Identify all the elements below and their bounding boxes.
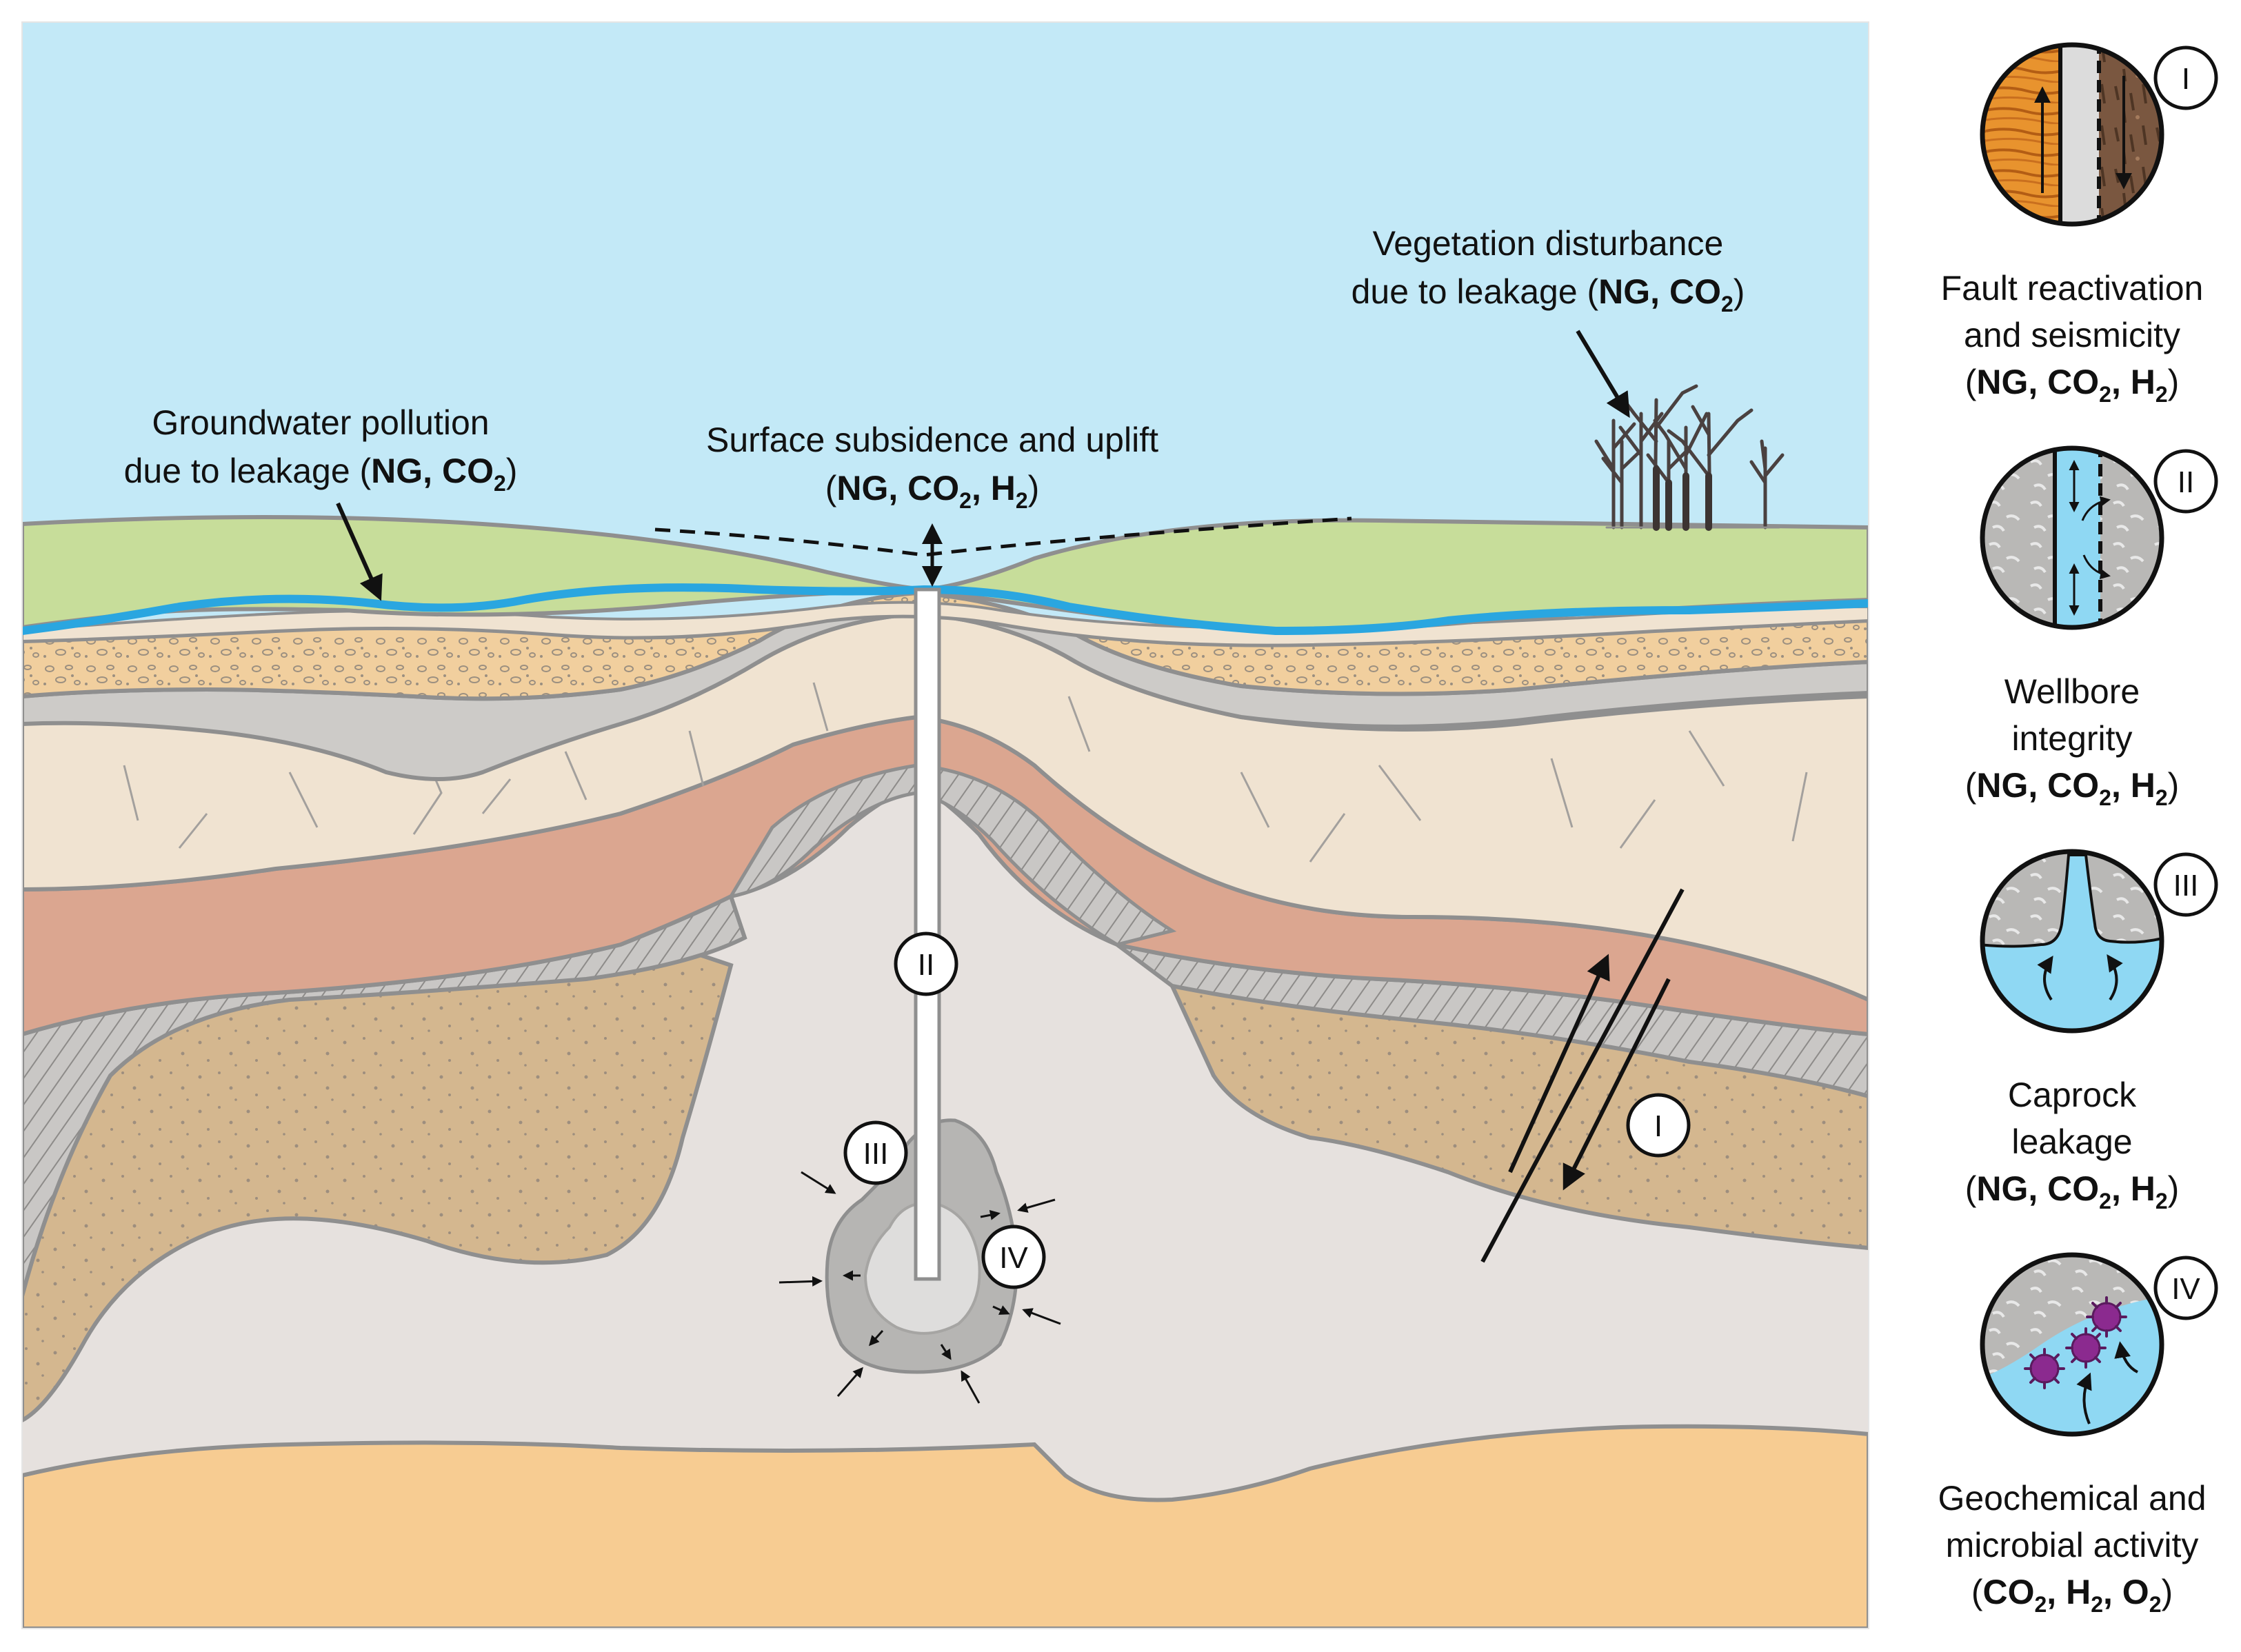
svg-text:III: III bbox=[863, 1137, 889, 1171]
panel-caption-2: Wellbore integrity (NG, CO2, H2) bbox=[1965, 672, 2180, 810]
marker-fault-I: I bbox=[1626, 1093, 1691, 1158]
panel-badge-numeral: I bbox=[2182, 62, 2190, 96]
panel-badge-numeral: IV bbox=[2171, 1272, 2200, 1306]
marker-cavern-III: III bbox=[843, 1120, 908, 1185]
panel-badge-numeral: III bbox=[2173, 869, 2199, 903]
svg-text:IV: IV bbox=[999, 1241, 1028, 1275]
panel-caption-3: Caprock leakage (NG, CO2, H2) bbox=[1965, 1076, 2180, 1213]
cross-section-frame bbox=[21, 21, 1869, 1629]
svg-text:due to leakage (NG, CO2): due to leakage (NG, CO2) bbox=[1351, 272, 1745, 316]
panel-caption-gases: (NG, CO2, H2) bbox=[1965, 1169, 2180, 1213]
topsoil-strip bbox=[22, 601, 1869, 647]
panel-caption-gases: (NG, CO2, H2) bbox=[1965, 766, 2180, 810]
panel-fault-icon bbox=[1980, 42, 2164, 227]
groundwater-label: Groundwater pollution due to leakage (NG… bbox=[124, 403, 518, 496]
panel-caption-gases: (CO2, H2, O2) bbox=[1971, 1573, 2173, 1617]
cream-cracks bbox=[123, 682, 1808, 863]
panel-caption-line: Geochemical and bbox=[1938, 1479, 2206, 1518]
fault-lines bbox=[1480, 888, 1685, 1263]
panel-caption-line: integrity bbox=[2011, 719, 2132, 758]
panel-badge-2: II bbox=[2153, 449, 2218, 514]
panel-caption-4: Geochemical and microbial activity (CO2, H… bbox=[1938, 1479, 2206, 1617]
dead-trees-icon bbox=[1594, 384, 1785, 530]
panel-caption-gases: (NG, CO2, H2) bbox=[1965, 363, 2180, 407]
groundwater-leader-arrow bbox=[336, 502, 383, 601]
svg-text:Groundwater pollution: Groundwater pollution bbox=[152, 403, 489, 442]
panel-captions: Fault reactivation and seismicity (NG, CO2… bbox=[1938, 269, 2206, 1617]
vegetation-leader-arrow bbox=[1576, 330, 1630, 419]
panel-microbial-icon bbox=[1980, 1252, 2164, 1437]
panel-caprock-icon bbox=[1980, 849, 2164, 1034]
panel-caption-line: Caprock bbox=[2008, 1076, 2137, 1114]
panel-badge-4: IV bbox=[2153, 1256, 2218, 1320]
svg-text:Vegetation disturbance: Vegetation disturbance bbox=[1373, 224, 1724, 263]
panel-badge-1: I bbox=[2153, 46, 2218, 110]
svg-text:II: II bbox=[918, 948, 934, 982]
vegetation-label: Vegetation disturbance due to leakage (N… bbox=[1351, 224, 1745, 316]
panel-badge-3: III bbox=[2153, 852, 2218, 917]
panel-caption-line: Fault reactivation bbox=[1941, 269, 2204, 308]
panel-caption-1: Fault reactivation and seismicity (NG, CO2… bbox=[1941, 269, 2204, 407]
svg-text:Surface subsidence and uplift: Surface subsidence and uplift bbox=[706, 421, 1158, 459]
subsidence-label: Surface subsidence and uplift (NG, CO2, … bbox=[706, 421, 1158, 513]
panel-badge-numeral: II bbox=[2178, 465, 2194, 499]
subsidence-dashed-line bbox=[654, 516, 1352, 557]
marker-well-II: II bbox=[894, 931, 958, 996]
panel-caption-line: Wellbore bbox=[2004, 672, 2140, 711]
panel-caption-line: and seismicity bbox=[1964, 316, 2180, 354]
panel-caption-line: microbial activity bbox=[1946, 1526, 2199, 1564]
svg-text:I: I bbox=[1654, 1109, 1662, 1143]
stress-arrows bbox=[778, 1171, 1061, 1404]
panel-caption-line: leakage bbox=[2011, 1122, 2132, 1161]
panel-wellbore-icon bbox=[1980, 445, 2164, 630]
marker-cavern-IV: IV bbox=[981, 1225, 1046, 1289]
svg-text:due to leakage (NG, CO2): due to leakage (NG, CO2) bbox=[124, 452, 518, 496]
basement-layer bbox=[22, 1424, 1869, 1629]
svg-text:(NG, CO2, H2): (NG, CO2, H2) bbox=[825, 469, 1040, 513]
tree-trunks bbox=[1653, 465, 1712, 531]
cross-section bbox=[22, 22, 1869, 1629]
